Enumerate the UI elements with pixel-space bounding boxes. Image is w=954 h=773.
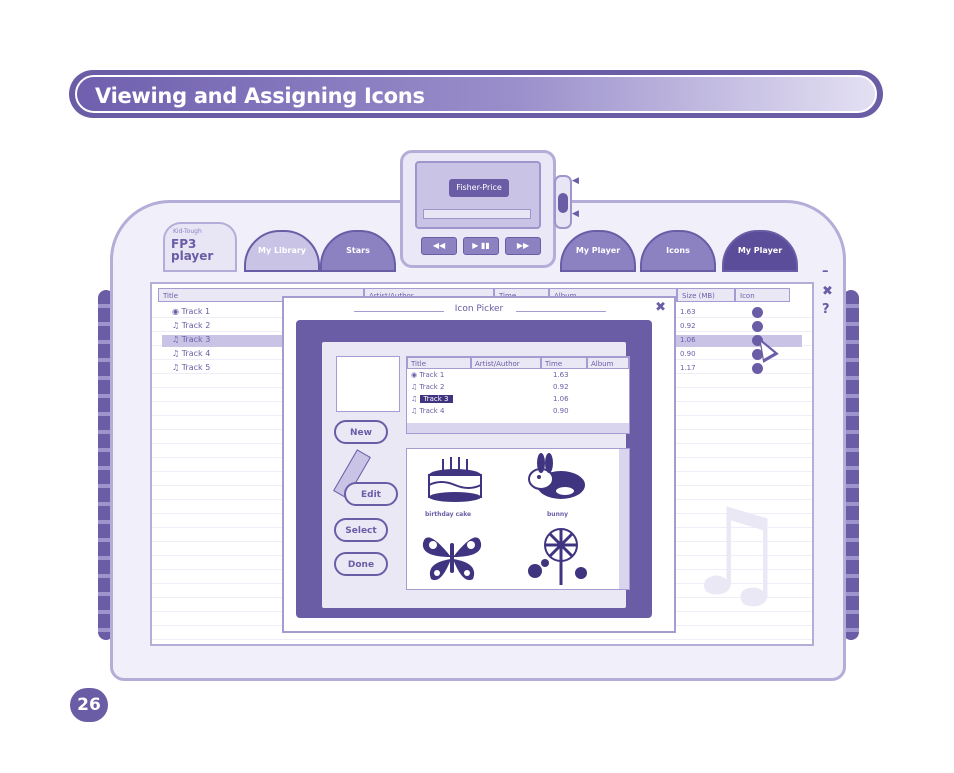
icon-preview	[336, 356, 400, 412]
vertical-scrollbar[interactable]	[619, 449, 629, 589]
music-note-icon: ♫	[411, 407, 420, 415]
size-cell: 1.63	[680, 308, 696, 316]
table-row[interactable]: ♫ Track 2	[172, 320, 210, 332]
help-button[interactable]: ?	[822, 302, 830, 317]
track-title: Track 4	[181, 349, 211, 358]
banner-inner: Viewing and Assigning Icons	[75, 75, 877, 113]
music-note-icon: ♫	[172, 321, 182, 330]
track-title: Track 1	[419, 371, 445, 379]
minimize-button[interactable]: –	[822, 264, 829, 279]
mini-player: Fisher-Price ◀◀ ▶ ▮▮ ▶▶	[400, 150, 556, 268]
birthday-cake-icon[interactable]	[421, 453, 491, 505]
disc-icon: ◉	[411, 371, 420, 379]
track-icon[interactable]	[752, 335, 763, 346]
dialog-frame: New Edit Select Done Title Artist/Author…	[296, 320, 652, 618]
butterfly-icon[interactable]	[417, 527, 487, 587]
size-cell: 1.17	[680, 364, 696, 372]
table-row[interactable]: ♫ Track 3	[172, 334, 210, 346]
tab-label: Stars	[346, 246, 370, 255]
music-note-icon: ♫	[172, 349, 182, 358]
size-cell: 0.92	[680, 322, 696, 330]
column-title[interactable]: Title	[407, 357, 471, 369]
logo-tagline: Kid-Tough	[173, 228, 202, 235]
track-title: Track 3	[419, 395, 453, 403]
play-pause-button[interactable]: ▶ ▮▮	[463, 237, 499, 255]
lollipop-icon[interactable]	[521, 527, 591, 587]
section-banner: Viewing and Assigning Icons	[69, 70, 883, 118]
icon-grid: birthday cake bunny	[406, 448, 630, 590]
column-size[interactable]: Size (MB)	[677, 288, 735, 302]
title-rule	[516, 311, 606, 312]
dialog-title: Icon Picker	[454, 304, 504, 314]
brand-logo: Fisher-Price	[449, 179, 509, 197]
disc-icon: ◉	[172, 307, 182, 316]
logo-text: FP3 player	[171, 237, 214, 263]
progress-bar[interactable]	[423, 209, 531, 219]
track-title: Track 5	[181, 363, 211, 372]
track-icon[interactable]	[752, 321, 763, 332]
volume-knob[interactable]	[558, 193, 568, 213]
list-item[interactable]: ♫ Track 3	[411, 394, 453, 405]
music-note-icon: ♫	[172, 363, 182, 372]
tab-label: My Library	[257, 246, 307, 255]
time-cell: 0.90	[553, 407, 569, 415]
new-button[interactable]: New	[334, 420, 388, 444]
list-item[interactable]: ◉ Track 1	[411, 370, 444, 381]
fp3-logo: Kid-Tough FP3 player	[163, 222, 237, 272]
list-item[interactable]: ♫ Track 2	[411, 382, 445, 393]
column-icon[interactable]: Icon	[735, 288, 790, 302]
edit-button[interactable]: Edit	[344, 482, 398, 506]
music-note-icon: ♫	[411, 395, 420, 403]
icon-label: bunny	[547, 511, 569, 518]
horizontal-scrollbar[interactable]	[407, 423, 629, 433]
column-time[interactable]: Time	[541, 357, 587, 369]
rewind-button[interactable]: ◀◀	[421, 237, 457, 255]
dialog-close-button[interactable]: ✖	[655, 300, 666, 315]
track-icon[interactable]	[752, 349, 763, 360]
player-display: Fisher-Price	[415, 161, 541, 229]
volume-slider[interactable]	[554, 175, 572, 229]
volume-up-icon: ◀	[572, 176, 579, 186]
tab-label: My Player	[575, 246, 621, 255]
bunny-icon[interactable]	[519, 451, 589, 505]
column-artist[interactable]: Artist/Author	[471, 357, 541, 369]
track-title: Track 2	[419, 383, 445, 391]
music-note-icon: ♫	[411, 383, 420, 391]
time-cell: 0.92	[553, 383, 569, 391]
icon-label: birthday cake	[425, 511, 472, 518]
size-cell: 0.90	[680, 350, 696, 358]
page-number: 26	[70, 688, 108, 722]
music-note-icon: ♫	[172, 335, 182, 344]
close-button[interactable]: ✖	[822, 284, 833, 299]
track-icon[interactable]	[752, 363, 763, 374]
icon-picker-dialog: Icon Picker ✖ New Edit Select Done Title…	[282, 296, 676, 633]
title-rule	[354, 311, 444, 312]
time-cell: 1.06	[553, 395, 569, 403]
fast-forward-button[interactable]: ▶▶	[505, 237, 541, 255]
list-item[interactable]: ♫ Track 4	[411, 406, 445, 417]
table-row[interactable]: ♫ Track 4	[172, 348, 210, 360]
done-button[interactable]: Done	[334, 552, 388, 576]
column-album[interactable]: Album	[587, 357, 629, 369]
tab-label: Icons	[666, 246, 690, 255]
tab-label: My Player	[737, 246, 783, 255]
track-icon[interactable]	[752, 307, 763, 318]
select-button[interactable]: Select	[334, 518, 388, 542]
track-title: Track 1	[181, 307, 211, 316]
track-title: Track 4	[419, 407, 445, 415]
page-title: Viewing and Assigning Icons	[95, 84, 425, 108]
track-title: Track 2	[181, 321, 211, 330]
size-cell: 1.06	[680, 336, 696, 344]
volume-down-icon: ◀	[572, 209, 579, 219]
table-row[interactable]: ◉ Track 1	[172, 306, 210, 318]
music-note-icon: ♫	[682, 484, 790, 623]
time-cell: 1.63	[553, 371, 569, 379]
track-title: Track 3	[181, 335, 211, 344]
table-row[interactable]: ♫ Track 5	[172, 362, 210, 374]
device-right-grip	[843, 290, 859, 640]
dialog-body: New Edit Select Done Title Artist/Author…	[322, 342, 630, 608]
dialog-track-list: Title Artist/Author Time Album ◉ Track 1…	[406, 356, 630, 434]
